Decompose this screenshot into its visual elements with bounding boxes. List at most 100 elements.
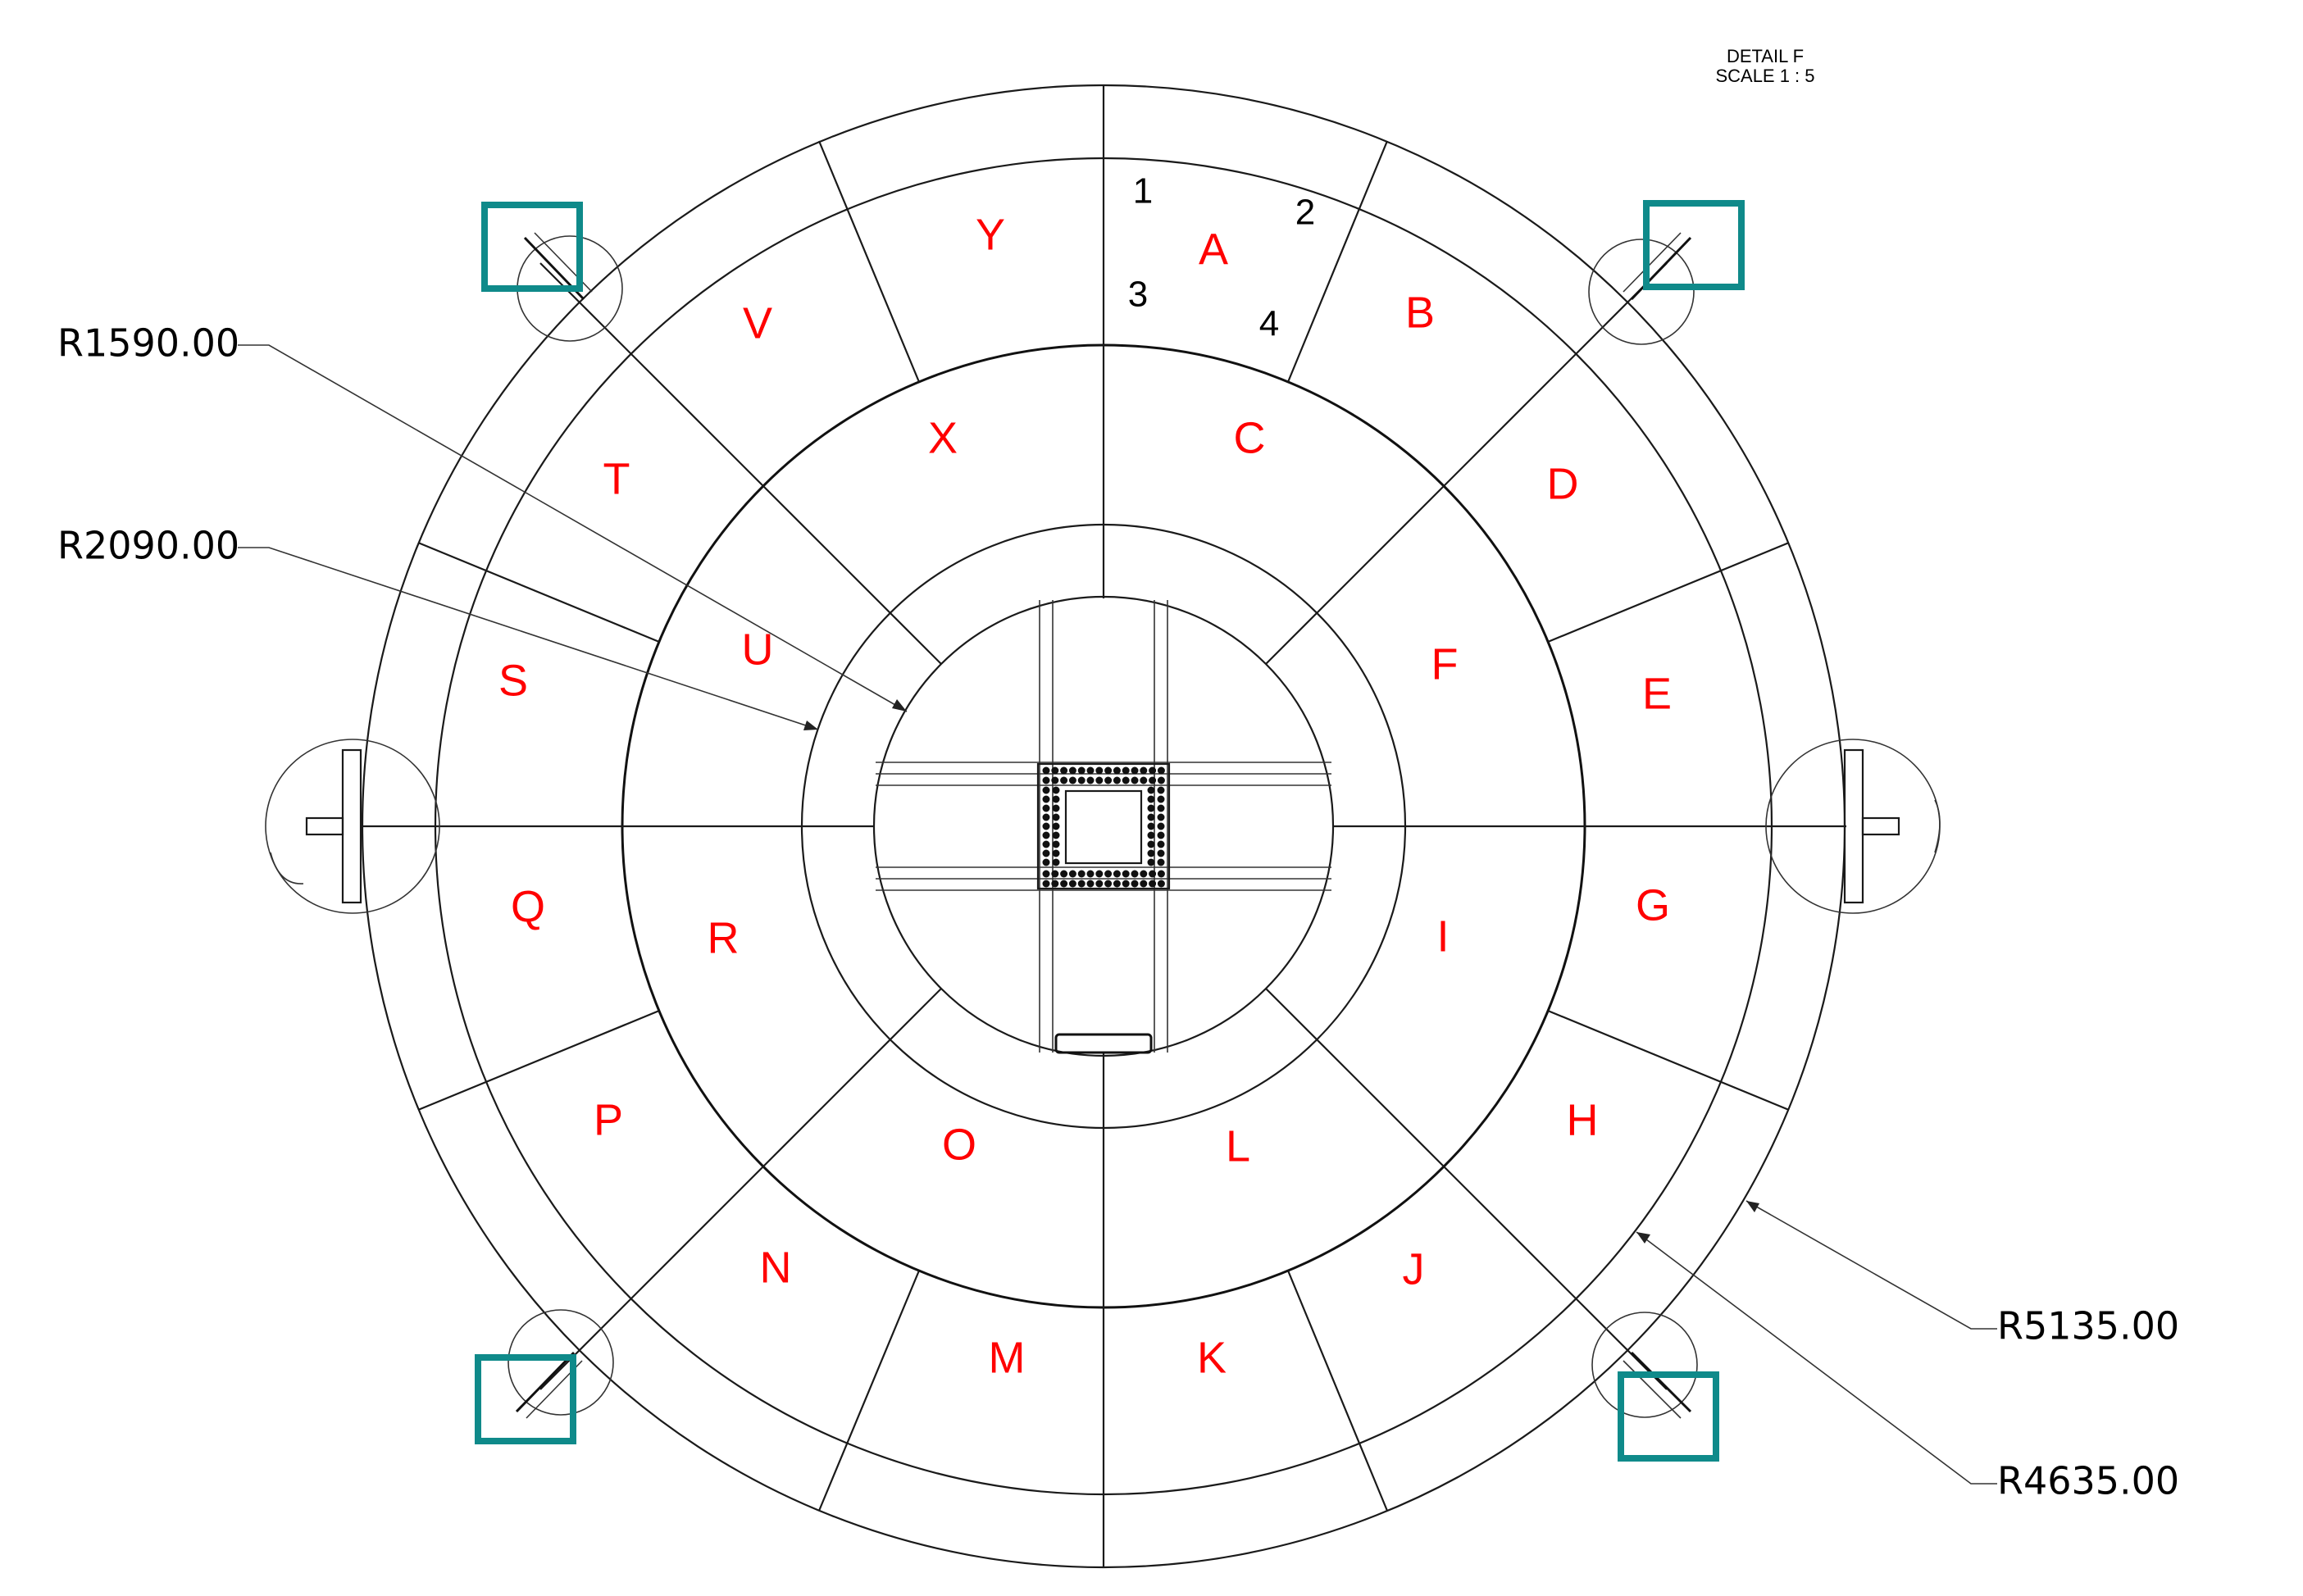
bolt-hole — [1051, 870, 1059, 878]
bolt-hole — [1113, 766, 1121, 775]
bracket-e-plate — [1843, 748, 1864, 904]
leader-r5135 — [1745, 1200, 1997, 1330]
segment-label-c: C — [1234, 413, 1266, 462]
segment-label-q: Q — [511, 882, 545, 931]
detail-title: DETAIL F — [1727, 46, 1804, 66]
bolt-hole — [1042, 880, 1050, 888]
segment-label-b: B — [1405, 288, 1435, 337]
bolt-hole — [1042, 766, 1050, 775]
highlight-box-nw — [481, 202, 583, 292]
divider-wnw — [417, 541, 660, 643]
bolt-hole — [1147, 849, 1155, 857]
segment-label-s: S — [498, 656, 528, 705]
segment-label-y: Y — [976, 210, 1005, 259]
radial-dividers — [361, 85, 1846, 1567]
segment-label-p: P — [594, 1095, 623, 1144]
bolt-hole — [1095, 776, 1104, 784]
bolt-hole — [1149, 776, 1157, 784]
bolt-hole — [1051, 880, 1059, 888]
segment-label-l: L — [1226, 1121, 1250, 1171]
bolt-hole — [1042, 813, 1050, 821]
bolt-hole — [1157, 880, 1165, 888]
bolt-hole — [1104, 880, 1113, 888]
bracket-nw — [534, 232, 593, 293]
segment-label-t: T — [603, 454, 630, 503]
bolt-hole — [1157, 831, 1165, 839]
bolt-hole — [1122, 766, 1130, 775]
divider-sw — [539, 988, 942, 1390]
bolt-hole — [1131, 776, 1139, 784]
bolt-hole — [1147, 840, 1155, 848]
segment-label-h: H — [1567, 1095, 1599, 1144]
bolt-hole — [1042, 840, 1050, 848]
central-cross-structure — [876, 600, 1331, 1054]
bolt-hole — [1113, 880, 1121, 888]
bolt-hole — [1131, 870, 1139, 878]
bolt-hole — [1086, 880, 1095, 888]
segment-label-o: O — [942, 1120, 976, 1169]
corner-number-3: 3 — [1128, 275, 1148, 315]
bolt-hole — [1157, 786, 1165, 794]
segment-label-d: D — [1547, 459, 1579, 508]
bolt-hole — [1157, 849, 1165, 857]
bolt-hole — [1157, 766, 1165, 775]
divider-wsw — [417, 1009, 660, 1112]
attachment-points — [265, 232, 1941, 1419]
bolt-hole — [1140, 880, 1148, 888]
attachment-circle-se — [1591, 1312, 1698, 1418]
rotation-arrow-w — [270, 852, 304, 884]
bolt-hole — [1086, 766, 1095, 775]
bolt-hole — [1052, 786, 1060, 794]
bolt-hole — [1157, 822, 1165, 830]
bolt-hole — [1077, 870, 1086, 878]
bolt-hole — [1149, 880, 1157, 888]
segment-label-r: R — [708, 913, 740, 962]
bolt-hole — [1095, 870, 1104, 878]
segment-label-k: K — [1197, 1333, 1227, 1382]
bolt-holes — [1042, 766, 1165, 888]
bolt-hole — [1052, 831, 1060, 839]
bolt-hole — [1157, 795, 1165, 803]
bolt-hole — [1051, 766, 1059, 775]
bolt-hole — [1052, 849, 1060, 857]
bolt-hole — [1052, 858, 1060, 866]
rotation-arrow-e — [1934, 799, 1941, 853]
bolt-hole — [1052, 804, 1060, 812]
bolt-hole — [1140, 766, 1148, 775]
bolt-hole — [1068, 880, 1076, 888]
bolt-hole — [1052, 795, 1060, 803]
bolt-hole — [1060, 870, 1068, 878]
bolt-hole — [1042, 822, 1050, 830]
bolt-hole — [1149, 766, 1157, 775]
bracket-se — [1623, 1360, 1682, 1419]
dimension-label-r4635: R4635.00 — [1997, 1459, 2179, 1503]
bolt-hole — [1157, 840, 1165, 848]
bolt-hole — [1140, 870, 1148, 878]
bolt-hole — [1042, 776, 1050, 784]
bolt-hole — [1149, 870, 1157, 878]
bolt-hole — [1052, 813, 1060, 821]
bolt-hole — [1104, 776, 1113, 784]
bolt-hole — [1131, 880, 1139, 888]
segment-label-e: E — [1642, 669, 1672, 718]
dimension-label-r2090: R2090.00 — [57, 524, 239, 568]
bolt-hole — [1086, 776, 1095, 784]
leader-arrowhead — [1746, 1201, 1759, 1212]
bolt-hole — [1068, 870, 1076, 878]
leader-r2090 — [238, 547, 819, 730]
bolt-hole — [1122, 880, 1130, 888]
bolt-hole — [1147, 804, 1155, 812]
bracket-sw — [515, 1351, 576, 1413]
attachment-circle-sw — [507, 1309, 614, 1416]
bolt-hole — [1104, 766, 1113, 775]
segment-label-v: V — [743, 298, 772, 348]
leader-arrowhead — [892, 699, 907, 712]
bolt-hole — [1060, 766, 1068, 775]
bolt-hole — [1042, 849, 1050, 857]
dimension-label-r1590: R1590.00 — [57, 321, 239, 366]
segment-label-m: M — [989, 1333, 1026, 1382]
bolt-hole — [1052, 822, 1060, 830]
bolt-hole — [1157, 804, 1165, 812]
bolt-hole — [1077, 776, 1086, 784]
dimension-leaders — [238, 344, 1997, 1485]
